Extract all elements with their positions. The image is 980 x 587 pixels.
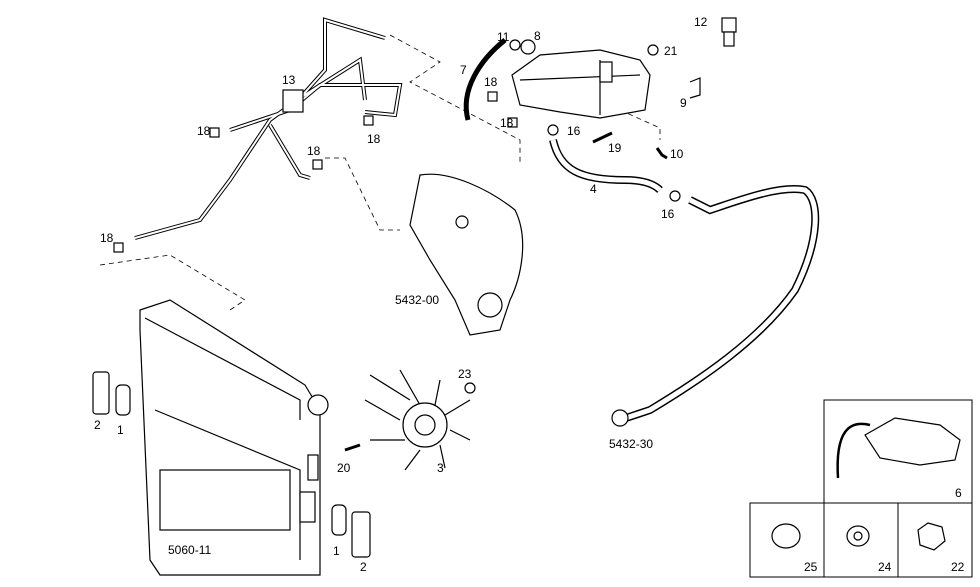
bolt-20 (344, 443, 361, 452)
clamp-16b (669, 190, 681, 202)
group-5060-11: 5060-11 (168, 543, 212, 557)
washer-23 (464, 382, 476, 394)
callout-18: 18 (307, 144, 321, 158)
clamp-25-icon (771, 523, 801, 549)
fan-cover (409, 173, 524, 336)
callout-16: 16 (661, 207, 675, 221)
callout-19: 19 (608, 141, 622, 155)
kit-label-22: 22 (951, 560, 965, 574)
callout-8: 8 (534, 29, 541, 43)
nut-22-icon (917, 522, 946, 551)
kit-label-24: 24 (878, 560, 892, 574)
callout-2: 2 (360, 560, 367, 574)
callout-13: 13 (282, 73, 296, 87)
washer-24-icon (846, 525, 870, 547)
callout-21: 21 (664, 44, 678, 58)
callout-18: 18 (367, 132, 381, 146)
callout-1: 1 (117, 423, 124, 437)
radiator (139, 299, 329, 576)
kit-panel (749, 399, 973, 578)
group-5432-00: 5432-00 (395, 293, 440, 307)
callout-1: 1 (333, 544, 340, 558)
sensor-12 (721, 17, 737, 47)
kit-tank-6 (836, 417, 961, 479)
bolt-19 (592, 131, 613, 144)
leader-lines (99, 34, 661, 311)
callout-18: 18 (500, 116, 514, 130)
callout-4: 4 (590, 182, 597, 196)
callout-2: 2 (94, 418, 101, 432)
clip-10 (655, 147, 668, 160)
callout-18: 18 (100, 231, 114, 245)
clamp-16a (547, 124, 559, 136)
clip-9 (689, 77, 701, 99)
callout-10: 10 (670, 147, 684, 161)
group-5432-30: 5432-30 (609, 437, 654, 451)
hose-7 (463, 38, 507, 121)
clip-11 (509, 39, 521, 51)
fan-3 (364, 369, 471, 471)
callout-18: 18 (197, 124, 211, 138)
callout-18: 18 (484, 75, 498, 89)
expansion-tank (511, 39, 651, 119)
callout-3: 3 (437, 461, 444, 475)
callout-20: 20 (337, 461, 351, 475)
kit-label-6: 6 (955, 486, 962, 500)
brackets-1-2 (92, 371, 371, 558)
callout-12: 12 (694, 15, 708, 29)
kit-label-25: 25 (804, 560, 818, 574)
callout-23: 23 (458, 367, 472, 381)
hose-junction (282, 89, 304, 113)
clips-18 (113, 91, 518, 253)
callout-7: 7 (460, 63, 467, 77)
nut-21 (647, 44, 659, 56)
callout-16: 16 (567, 124, 581, 138)
callout-9: 9 (680, 96, 687, 110)
callout-11: 11 (497, 30, 510, 44)
hose-assembly-13 (134, 17, 403, 240)
